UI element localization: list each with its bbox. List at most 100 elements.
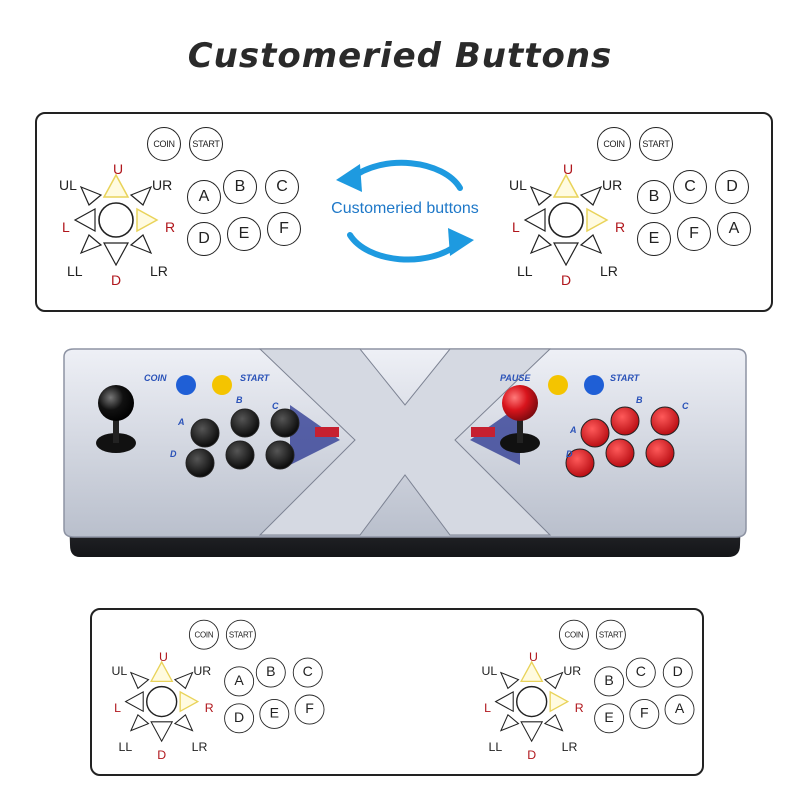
right-action-button[interactable] bbox=[565, 448, 595, 478]
action-button[interactable]: F bbox=[629, 698, 660, 729]
direction-label-l: L bbox=[484, 700, 492, 715]
direction-label-ll: LL bbox=[488, 739, 503, 754]
direction-label-ll: LL bbox=[517, 263, 533, 279]
right-action-button[interactable] bbox=[580, 418, 610, 448]
direction-label-r: R bbox=[615, 219, 626, 235]
machine-coin-label: COIN bbox=[144, 373, 167, 383]
action-button[interactable]: E bbox=[594, 703, 625, 734]
direction-label-r: R bbox=[574, 700, 584, 715]
left-action-button[interactable] bbox=[265, 440, 295, 470]
direction-label-ll: LL bbox=[118, 739, 133, 754]
left-action-button[interactable] bbox=[270, 408, 300, 438]
action-button[interactable]: E bbox=[637, 222, 671, 256]
right-joystick[interactable] bbox=[502, 385, 538, 421]
left-action-button[interactable] bbox=[185, 448, 215, 478]
action-button[interactable]: C bbox=[625, 657, 656, 688]
coin-button[interactable]: COIN bbox=[597, 127, 631, 161]
action-button[interactable]: C bbox=[265, 170, 299, 204]
direction-label-d: D bbox=[527, 747, 537, 762]
start-button[interactable]: START bbox=[189, 127, 223, 161]
svg-text:C: C bbox=[682, 401, 689, 411]
direction-label-lr: LR bbox=[150, 263, 168, 279]
left-action-button[interactable] bbox=[225, 440, 255, 470]
direction-label-l: L bbox=[62, 219, 70, 235]
action-button[interactable]: F bbox=[267, 212, 301, 246]
right-action-button[interactable] bbox=[645, 438, 675, 468]
direction-label-u: U bbox=[563, 161, 574, 177]
right-action-button[interactable] bbox=[605, 438, 635, 468]
machine-start-label-right: START bbox=[610, 373, 641, 383]
start-button[interactable]: START bbox=[595, 619, 626, 650]
left-joystick[interactable] bbox=[98, 385, 134, 421]
action-button[interactable]: C bbox=[292, 657, 323, 688]
action-button[interactable]: A bbox=[664, 694, 695, 725]
swap-arrows-icon bbox=[336, 159, 474, 263]
direction-label-d: D bbox=[111, 272, 122, 288]
direction-label-u: U bbox=[159, 649, 168, 664]
svg-text:B: B bbox=[236, 395, 243, 405]
direction-label-ul: UL bbox=[59, 177, 77, 193]
direction-label-ul: UL bbox=[509, 177, 527, 193]
joystick-diagram-icon bbox=[523, 173, 609, 267]
coin-button[interactable]: COIN bbox=[558, 619, 589, 650]
machine-pause-label: PAUSE bbox=[500, 373, 531, 383]
action-button[interactable]: B bbox=[594, 666, 625, 697]
direction-label-ur: UR bbox=[602, 177, 623, 193]
action-button[interactable]: B bbox=[255, 657, 286, 688]
start-button[interactable]: START bbox=[639, 127, 673, 161]
action-button[interactable]: B bbox=[637, 180, 671, 214]
svg-text:B: B bbox=[636, 395, 643, 405]
page-title: Customeried Buttons bbox=[187, 36, 613, 76]
joystick-diagram-icon bbox=[494, 660, 570, 743]
right-action-button[interactable] bbox=[610, 406, 640, 436]
left-action-button[interactable] bbox=[230, 408, 260, 438]
start-button[interactable]: START bbox=[225, 619, 256, 650]
svg-text:A: A bbox=[177, 417, 185, 427]
direction-label-r: R bbox=[165, 219, 176, 235]
action-button[interactable]: F bbox=[294, 694, 325, 725]
left-coin-button[interactable] bbox=[176, 375, 196, 395]
action-button[interactable]: E bbox=[259, 698, 290, 729]
action-button[interactable]: A bbox=[187, 180, 221, 214]
left-start-button[interactable] bbox=[212, 375, 232, 395]
machine-start-label-left: START bbox=[240, 373, 271, 383]
direction-label-u: U bbox=[529, 649, 538, 664]
coin-button[interactable]: COIN bbox=[147, 127, 181, 161]
direction-label-l: L bbox=[114, 700, 122, 715]
action-button[interactable]: D bbox=[187, 222, 221, 256]
right-pause-button[interactable] bbox=[548, 375, 568, 395]
direction-label-ur: UR bbox=[152, 177, 173, 193]
direction-label-ur: UR bbox=[563, 663, 582, 678]
direction-label-u: U bbox=[113, 161, 124, 177]
direction-label-ul: UL bbox=[111, 663, 128, 678]
action-button[interactable]: E bbox=[227, 217, 261, 251]
arcade-console-image: COIN START PAUSE START A B C D A B C D bbox=[63, 348, 747, 557]
right-start-button[interactable] bbox=[584, 375, 604, 395]
action-button[interactable]: D bbox=[224, 703, 255, 734]
direction-label-ul: UL bbox=[481, 663, 498, 678]
direction-label-d: D bbox=[157, 747, 167, 762]
direction-label-r: R bbox=[204, 700, 214, 715]
direction-label-ll: LL bbox=[67, 263, 83, 279]
action-button[interactable]: A bbox=[224, 666, 255, 697]
action-button[interactable]: B bbox=[223, 170, 257, 204]
left-action-button[interactable] bbox=[190, 418, 220, 448]
svg-text:A: A bbox=[569, 425, 577, 435]
action-button[interactable]: C bbox=[673, 170, 707, 204]
action-button[interactable]: F bbox=[677, 217, 711, 251]
right-action-button[interactable] bbox=[650, 406, 680, 436]
direction-label-d: D bbox=[561, 272, 572, 288]
direction-label-lr: LR bbox=[561, 739, 578, 754]
svg-text:C: C bbox=[272, 401, 279, 411]
action-button[interactable]: D bbox=[715, 170, 749, 204]
svg-text:D: D bbox=[566, 449, 573, 459]
action-button[interactable]: A bbox=[717, 212, 751, 246]
direction-label-l: L bbox=[512, 219, 520, 235]
customized-buttons-caption: Customeried buttons bbox=[331, 200, 479, 217]
action-button[interactable]: D bbox=[662, 657, 693, 688]
joystick-diagram-icon bbox=[124, 660, 200, 743]
joystick-diagram-icon bbox=[73, 173, 159, 267]
svg-text:D: D bbox=[170, 449, 177, 459]
direction-label-ur: UR bbox=[193, 663, 212, 678]
coin-button[interactable]: COIN bbox=[188, 619, 219, 650]
